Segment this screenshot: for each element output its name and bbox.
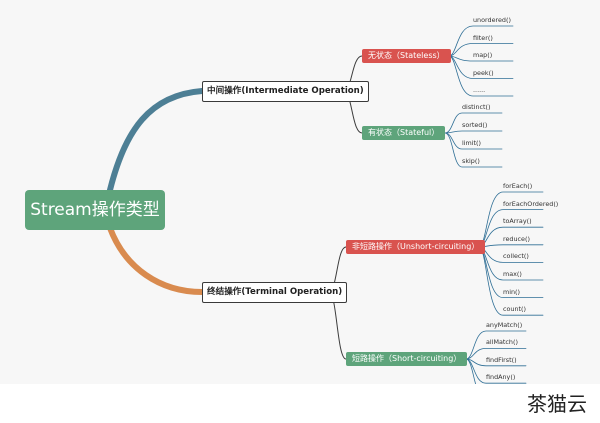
stateful-leaf-0-line	[444, 112, 503, 134]
stateful-node: 有状态（Stateful）	[362, 126, 446, 140]
short-leaf-2: findFirst()	[486, 355, 517, 364]
stateless-leaf-1: filter()	[473, 33, 493, 42]
unshort-leaf-3: reduce()	[503, 234, 530, 243]
watermark-text: 茶猫云	[527, 392, 587, 416]
unshort-leaf-3-line	[478, 244, 544, 248]
stateful-leaf-0: distinct()	[462, 103, 491, 111]
short-leaf-0-line	[465, 330, 527, 360]
short-leaf-1-line	[465, 348, 527, 360]
stateful-leaf-2: limit()	[462, 139, 482, 147]
stateless-leaf-4: ......	[473, 86, 486, 94]
footer-band	[0, 384, 600, 423]
short-leaf-3: findAny()	[486, 373, 516, 382]
stateful-leaf-1: sorted()	[462, 121, 488, 129]
unshort-leaf-5: max()	[503, 270, 522, 278]
stateless-leaf-1-line	[448, 43, 514, 57]
stateless-leaf-0: unordered()	[473, 16, 511, 24]
stateful-leaf-1-line	[444, 130, 503, 134]
stateless-node: 无状态（Stateless）	[362, 49, 451, 63]
stateless-leaf-3: peek()	[473, 68, 494, 77]
unshort-leaf-2: toArray()	[503, 217, 532, 226]
branch-to-intermediate	[107, 88, 205, 193]
unshort-leaf-6: min()	[503, 287, 521, 296]
short-leaf-0: anyMatch()	[486, 321, 523, 329]
unshort-leaf-4: collect()	[503, 252, 529, 261]
short-circuiting-node: 短路操作（Short-circuiting）	[346, 352, 468, 366]
stateful-leaf-3-line	[444, 132, 503, 168]
stateless-leaf-2-line	[448, 55, 514, 62]
terminal-operation-node: 终结操作(Terminal Operation)	[202, 282, 348, 303]
unshort-leaf-7: count()	[503, 305, 527, 314]
stateful-leaf-3: skip()	[462, 157, 480, 165]
unshort-circuiting-node: 非短路操作（Unshort-circuiting）	[346, 240, 486, 254]
stateless-leaf-4-line	[448, 55, 514, 97]
root-node: Stream操作类型	[25, 190, 165, 230]
short-leaf-2-line	[465, 358, 527, 367]
unshort-leaf-0: forEach()	[503, 182, 533, 190]
stateless-leaf-0-line	[448, 25, 514, 57]
unshort-leaf-1: forEachOrdered()	[503, 199, 559, 208]
branch-to-terminal	[107, 225, 205, 295]
stateless-leaf-2: map()	[473, 51, 493, 59]
intermediate-operation-node: 中间操作(Intermediate Operation)	[202, 81, 369, 102]
short-leaf-1: allMatch()	[486, 338, 518, 347]
